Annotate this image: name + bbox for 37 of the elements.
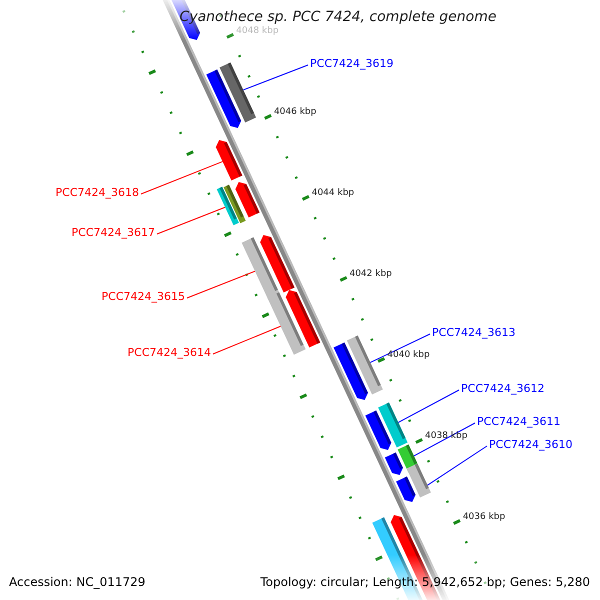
gene-label: PCC7424_3615	[102, 290, 185, 304]
gene-block	[384, 452, 403, 475]
leader-line	[140, 161, 224, 194]
gene-label: PCC7424_3613	[432, 326, 516, 340]
leader-line	[413, 422, 476, 456]
scale-label: 4046 kbp	[274, 106, 316, 119]
scale-label: 4044 kbp	[312, 186, 354, 200]
gene-block	[206, 69, 242, 128]
gene-label: PCC7424_3619	[310, 57, 394, 71]
gene-label: PCC7424_3614	[128, 346, 211, 360]
gene-block	[216, 186, 239, 226]
gene-label: PCC7424_3618	[56, 186, 139, 200]
genome-info-text: Topology: circular; Length: 5,942,652 bp; Genes: 5,280	[260, 575, 590, 589]
leader-line	[398, 390, 460, 423]
gene-label: PCC7424_3610	[489, 438, 572, 452]
gene-block	[216, 140, 242, 181]
scale-label: 4040 kbp	[387, 348, 430, 362]
gene-block	[396, 476, 416, 502]
scale-label: 4048 kbp	[236, 24, 279, 38]
gene-block	[242, 237, 280, 300]
accession-text: Accession: NC_011729	[9, 575, 146, 589]
map-title: Cyanothece sp. PCC 7424, complete genome	[178, 10, 498, 24]
gene-label: PCC7424_3612	[461, 382, 544, 396]
gene-block	[267, 292, 306, 355]
gene-label: PCC7424_3611	[477, 415, 560, 429]
gene-block	[334, 342, 368, 400]
leader-line	[156, 206, 226, 234]
scale-label: 4036 kbp	[462, 510, 506, 524]
leader-line	[242, 64, 308, 90]
leader-line	[186, 270, 256, 298]
leader-line	[370, 334, 430, 363]
gene-block	[365, 410, 392, 450]
leader-line	[212, 326, 282, 354]
scale-label: 4042 kbp	[349, 268, 392, 281]
leader-line	[427, 446, 488, 486]
scale-label: 4038 kbp	[425, 430, 468, 443]
gene-label: PCC7424_3617	[72, 226, 155, 240]
